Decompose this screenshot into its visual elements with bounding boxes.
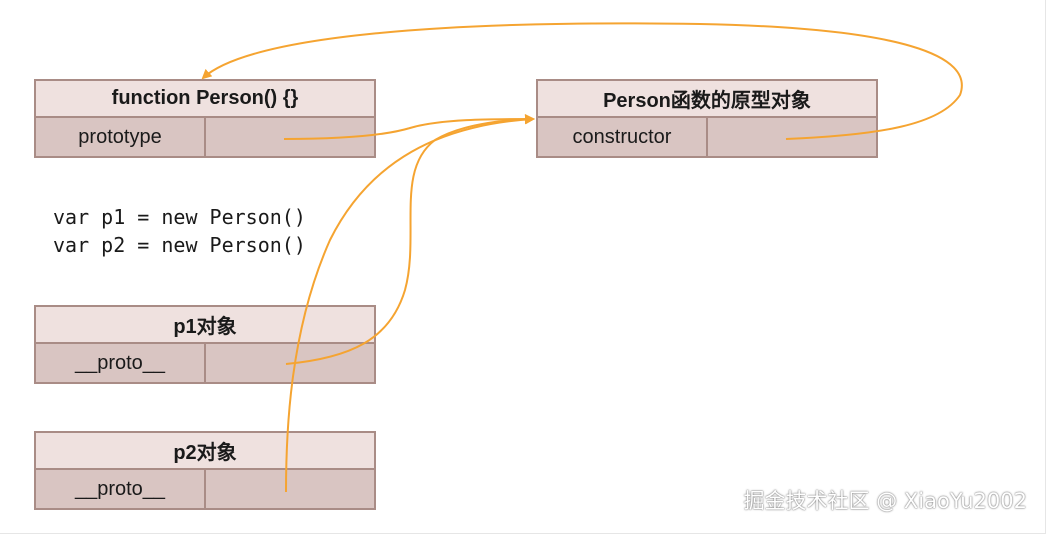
prototype-value-cell <box>206 118 374 156</box>
person-function-title: function Person() {} <box>34 79 376 118</box>
p1-proto-value-cell <box>206 344 374 382</box>
person-prototype-row: constructor <box>536 118 878 158</box>
p2-proto-key: __proto__ <box>36 470 206 508</box>
p2-object-box: p2对象 __proto__ <box>34 431 376 510</box>
person-function-box: function Person() {} prototype <box>34 79 376 158</box>
p1-object-row: __proto__ <box>34 344 376 384</box>
prototype-key: prototype <box>36 118 206 156</box>
p2-object-row: __proto__ <box>34 470 376 510</box>
p2-object-title: p2对象 <box>34 431 376 470</box>
code-line-2: var p2 = new Person() <box>53 233 306 257</box>
p1-object-box: p1对象 __proto__ <box>34 305 376 384</box>
p1-object-title: p1对象 <box>34 305 376 344</box>
code-snippet: var p1 = new Person() var p2 = new Person… <box>53 203 306 259</box>
watermark: 掘金技术社区 @ XiaoYu2002 <box>743 489 1027 513</box>
p1-proto-key: __proto__ <box>36 344 206 382</box>
p2-proto-value-cell <box>206 470 374 508</box>
person-function-row: prototype <box>34 118 376 158</box>
constructor-value-cell <box>708 118 876 156</box>
code-line-1: var p1 = new Person() <box>53 205 306 229</box>
person-prototype-title: Person函数的原型对象 <box>536 79 878 118</box>
person-prototype-box: Person函数的原型对象 constructor <box>536 79 878 158</box>
constructor-key: constructor <box>538 118 708 156</box>
